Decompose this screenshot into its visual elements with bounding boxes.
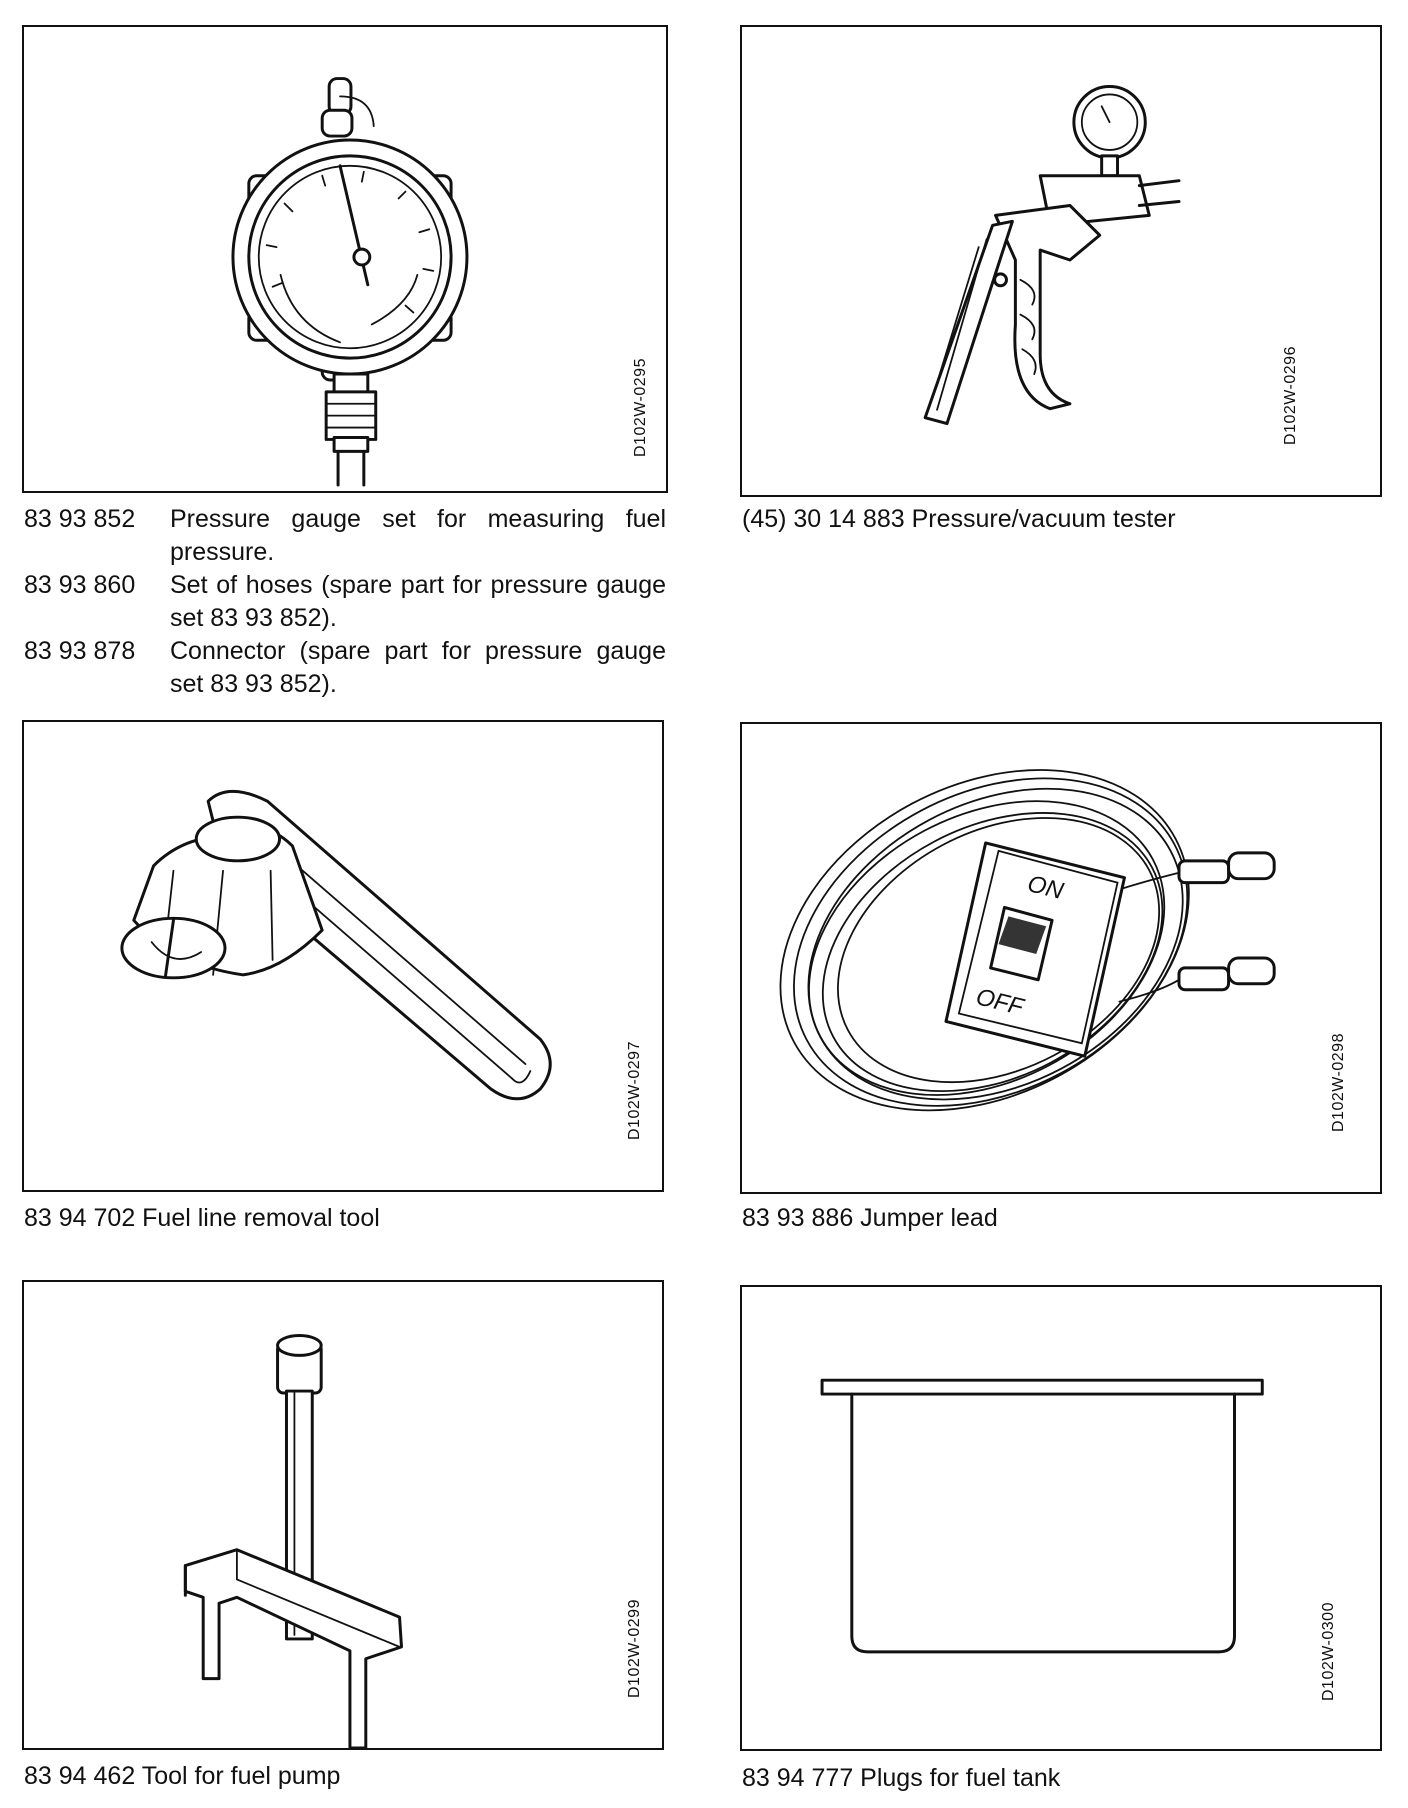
figure-code: D102W-0296 xyxy=(1282,346,1299,445)
caption-entry: 83 93 860 Set of hoses (spare part for p… xyxy=(24,569,666,635)
caption-vacuum-tester: (45) 30 14 883 Pressure/vacuum tester xyxy=(742,505,1176,533)
part-description: Connector (spare part for pressure gauge… xyxy=(170,637,666,698)
caption-entry: 83 93 878 Connector (spare part for pres… xyxy=(24,635,666,701)
part-number: 83 93 860 xyxy=(24,571,136,599)
jumper-lead-illustration: ON OFF xyxy=(779,769,1276,1112)
figure-code: D102W-0295 xyxy=(632,358,649,457)
figure-vacuum-tester: D102W-0296 xyxy=(740,25,1382,497)
figure-removal-tool: D102W-0297 xyxy=(22,720,664,1192)
caption-jumper-lead: 83 93 886 Jumper lead xyxy=(742,1204,998,1232)
pump-tool-illustration xyxy=(183,1334,403,1748)
pressure-gauge-illustration xyxy=(231,77,469,487)
part-number: 83 93 852 xyxy=(24,505,136,533)
part-description: Set of hoses (spare part for pressure ga… xyxy=(170,571,666,632)
removal-tool-illustration xyxy=(120,790,552,1101)
figure-code: D102W-0297 xyxy=(626,1041,643,1140)
caption-entry: 83 93 852 Pressure gauge set for measuri… xyxy=(24,503,666,569)
figure-tank-plugs: D102W-0300 xyxy=(740,1285,1382,1751)
caption-removal-tool: 83 94 702 Fuel line removal tool xyxy=(24,1204,380,1232)
part-description: Pressure gauge set for measuring fuel pr… xyxy=(170,505,666,566)
caption-pump-tool: 83 94 462 Tool for fuel pump xyxy=(24,1762,341,1790)
caption-tank-plugs: 83 94 777 Plugs for fuel tank xyxy=(742,1764,1061,1792)
figure-pump-tool: D102W-0299 xyxy=(22,1280,664,1750)
figure-code: D102W-0299 xyxy=(626,1599,643,1698)
figure-pressure-gauge: D102W-0295 xyxy=(22,25,668,493)
figure-code: D102W-0300 xyxy=(1320,1602,1337,1701)
tank-plugs-illustration xyxy=(820,1378,1264,1654)
vacuum-tester-illustration xyxy=(923,85,1181,426)
caption-pressure-gauge: 83 93 852 Pressure gauge set for measuri… xyxy=(24,503,666,701)
part-number: 83 93 878 xyxy=(24,637,136,665)
figure-jumper-lead: ON OFF D102W-0298 xyxy=(740,722,1382,1194)
figure-code: D102W-0298 xyxy=(1330,1033,1347,1132)
